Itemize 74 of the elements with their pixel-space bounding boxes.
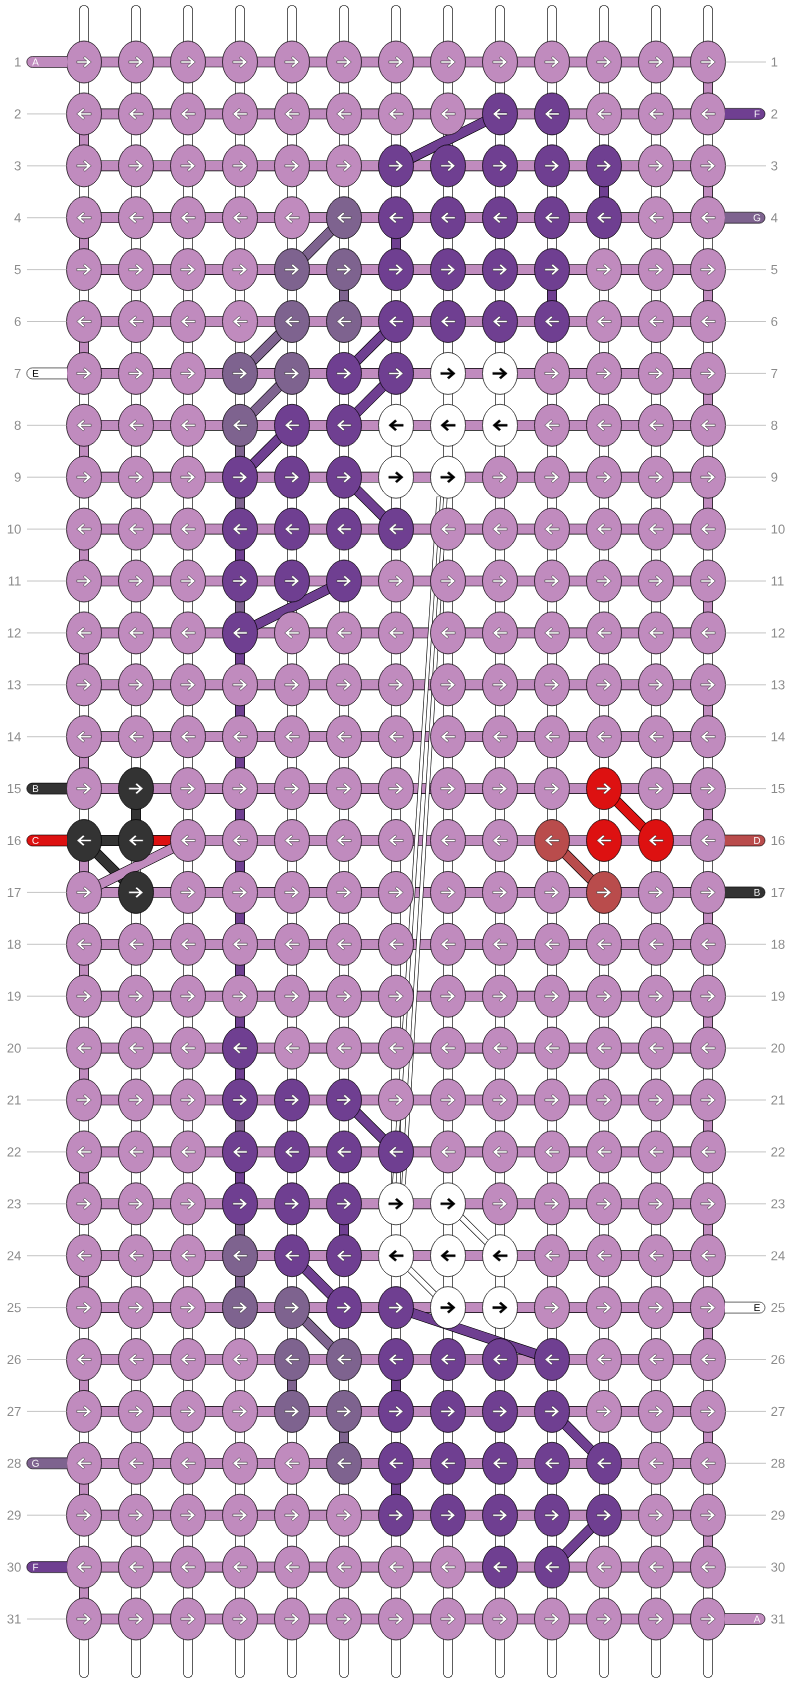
row-number: 29: [7, 1510, 21, 1520]
row-number: 8: [14, 420, 21, 430]
row-number: 27: [7, 1406, 21, 1416]
row-number: 8: [771, 420, 778, 430]
row-number: 26: [771, 1354, 785, 1365]
string-tag: F: [26, 1561, 68, 1573]
row-number: 14: [7, 732, 21, 742]
row-number: 29: [771, 1510, 785, 1520]
row-number: 19: [771, 991, 785, 1001]
string-tag: B: [26, 782, 68, 795]
string-tag: B: [724, 886, 766, 899]
string-tag: D: [724, 834, 766, 847]
row-number: 15: [7, 784, 21, 794]
row-number: 4: [771, 213, 778, 223]
row-number: 3: [771, 161, 778, 171]
row-number: 7: [14, 368, 21, 378]
row-number: 12: [7, 628, 21, 638]
row-number: 31: [771, 1614, 785, 1624]
row-number: 5: [771, 265, 778, 275]
row-number: 20: [771, 1043, 785, 1053]
row-number: 13: [771, 680, 785, 690]
row-number: 17: [771, 887, 785, 897]
string-tag: A: [724, 1613, 766, 1625]
string-tag: E: [724, 1301, 766, 1314]
string-tag: G: [724, 211, 766, 224]
row-number: 4: [14, 213, 21, 223]
row-number: 27: [771, 1406, 785, 1416]
row-number: 30: [771, 1562, 785, 1572]
row-number: 16: [771, 835, 785, 846]
row-number: 22: [7, 1147, 21, 1157]
row-number: 15: [771, 784, 785, 794]
row-number: 5: [14, 265, 21, 275]
row-number: 16: [7, 835, 21, 846]
row-number: 6: [771, 316, 778, 327]
row-number: 14: [771, 732, 785, 742]
row-number: 22: [771, 1147, 785, 1157]
row-number: 24: [7, 1251, 21, 1261]
string-tag: F: [724, 108, 766, 120]
row-number: 18: [7, 939, 21, 949]
row-number: 1: [15, 57, 21, 67]
row-number: 6: [14, 316, 21, 327]
row-number: 30: [7, 1562, 21, 1572]
row-number: 19: [7, 991, 21, 1001]
row-number: 26: [7, 1354, 21, 1365]
row-number: 12: [771, 628, 785, 638]
row-number: 28: [771, 1458, 785, 1468]
string-tag: A: [26, 56, 68, 68]
string-tag: C: [26, 834, 68, 847]
row-number: 25: [771, 1303, 785, 1313]
row-number: 31: [7, 1614, 21, 1624]
row-number: 1: [771, 57, 778, 67]
row-number: 2: [771, 109, 778, 119]
row-number: 11: [771, 576, 784, 586]
row-number: 24: [771, 1251, 785, 1261]
row-number: 3: [14, 161, 21, 171]
row-number: 10: [771, 524, 785, 534]
row-number: 21: [771, 1095, 785, 1105]
row-number: 11: [8, 576, 21, 586]
row-number: 2: [14, 109, 21, 119]
row-number: 9: [771, 472, 778, 482]
row-number: 20: [7, 1043, 21, 1053]
string-tag: G: [26, 1457, 68, 1470]
row-number: 7: [771, 368, 778, 378]
row-number: 9: [14, 472, 21, 482]
row-number: 23: [771, 1199, 785, 1209]
row-number: 10: [7, 524, 21, 534]
row-number: 28: [7, 1458, 21, 1468]
string-tag: E: [26, 367, 68, 380]
row-number: 13: [7, 680, 21, 690]
row-number: 17: [7, 887, 21, 897]
row-number: 25: [7, 1303, 21, 1313]
row-number: 23: [7, 1199, 21, 1209]
row-number: 18: [771, 939, 785, 949]
row-number: 21: [7, 1095, 21, 1105]
